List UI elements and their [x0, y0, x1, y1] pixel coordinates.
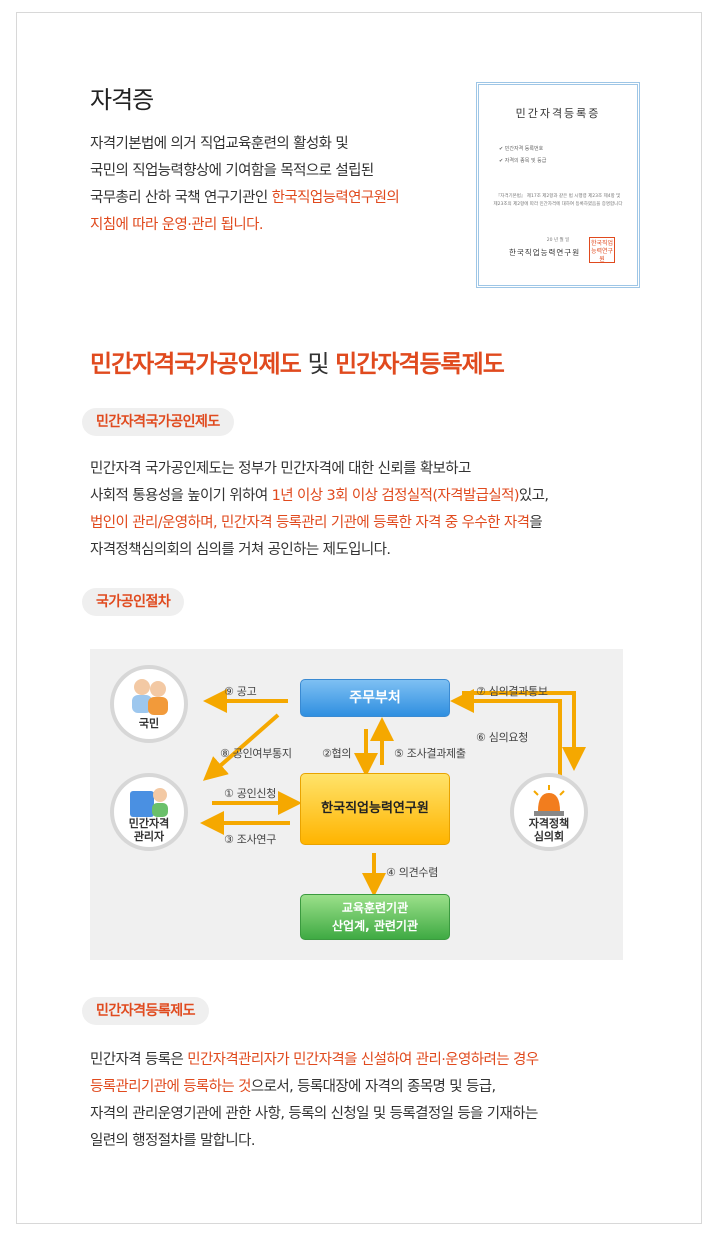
pill-certification-procedure: 국가공인절차 [82, 588, 185, 616]
diagram-arrows [200, 689, 586, 897]
certificate-title: 민간자격등록증 [515, 107, 601, 120]
step3-label: ③ 조사연구 [224, 833, 277, 846]
step4-label: ④ 의견수렴 [386, 866, 439, 879]
check-icon: ✔ [499, 146, 504, 152]
para1-line-3-tail: 을 [529, 515, 543, 531]
manager-label-2: 관리자 [133, 830, 165, 843]
siren-icon [533, 785, 565, 816]
check-icon: ✔ [499, 158, 504, 164]
step1-label: ① 공인신청 [224, 787, 277, 800]
para1-line-4: 자격정책심의회의 심의를 거쳐 공인하는 제도입니다. [90, 542, 391, 558]
section-title-mid: 및 [300, 350, 336, 378]
para1-line-2: 사회적 통용성을 높이기 위하여 1년 이상 3회 이상 검정실적(자격발급실적… [90, 483, 549, 510]
certification-procedure-diagram: 주무부처 한국직업능력연구원 교육훈련기관 산업계, 관련기관 국민 민간자격 … [90, 649, 623, 960]
para1-line-2-highlight: 1년 이상 3회 이상 검정실적(자격발급실적) [271, 488, 520, 504]
section-title: 민간자격국가공인제도 및 민간자격등록제도 [90, 344, 505, 379]
education-box-line-1: 교육훈련기관 [341, 901, 409, 915]
people-icon [132, 679, 168, 715]
para2-line-1: 민간자격 등록은 민간자격관리자가 민간자격을 신설하여 관리·운영하려는 경우 [90, 1047, 539, 1074]
certificate-item-2: ✔ 자격의 종목 및 등급 [499, 158, 547, 164]
para2-line-4: 일련의 행정절차를 말합니다. [90, 1133, 256, 1149]
para1-line-3: 법인이 관리/운영하며, 민간자격 등록관리 기관에 등록한 자격 중 우수한 … [90, 510, 543, 537]
certificate-image: 민간자격등록증 ✔ 민간자격 등록번호 ✔ 자격의 종목 및 등급 『자격기본법… [476, 82, 640, 288]
para2-line-2-highlight: 등록관리기관에 등록하는 것 [90, 1079, 252, 1095]
manager-circle: 민간자격 관리자 [110, 773, 188, 851]
step8-label: ⑧ 공인여부통지 [220, 747, 292, 760]
intro-line-3: 국무총리 산하 국책 연구기관인 한국직업능력연구원의 [90, 185, 400, 212]
intro-line-1: 자격기본법에 의거 직업교육훈련의 활성화 및 [90, 136, 349, 152]
section-title-left: 민간자격국가공인제도 [90, 350, 302, 378]
intro-title: 자격증 [90, 86, 154, 114]
citizen-label: 국민 [138, 717, 160, 730]
manager-label-1: 민간자격 [128, 817, 170, 830]
certificate-seal: 한국직업능력연구원 [589, 237, 615, 263]
education-box-line-2: 산업계, 관련기관 [331, 919, 419, 933]
step7-label: ⑦ 심의결과통보 [476, 685, 548, 698]
arrow-step6 [462, 691, 586, 771]
step9-label: ⑨ 공고 [224, 685, 257, 698]
certificate-date: 20 년 월 일 [546, 238, 570, 243]
arrow-step7 [450, 689, 562, 781]
para2-line-1-text: 민간자격 등록은 [90, 1052, 188, 1068]
para1-line-3-highlight: 법인이 관리/운영하며, 민간자격 등록관리 기관에 등록한 자격 중 우수한 … [90, 515, 530, 531]
step6-label: ⑥ 심의요청 [476, 731, 529, 744]
council-circle: 자격정책 심의회 [510, 773, 588, 851]
manager-icon [130, 788, 168, 817]
certificate-org: 한국직업능력연구원 [509, 248, 581, 257]
certificate-note: 『자격기본법』 제17조 제2항과 같은 법 시행령 제23조 제4항 및 제2… [493, 194, 623, 207]
ministry-box: 주무부처 [300, 679, 450, 717]
para1-line-2-tail: 있고, [518, 488, 549, 504]
section-title-right: 민간자격등록제도 [335, 350, 505, 378]
citizen-circle: 국민 [110, 665, 188, 743]
step2-label: ②협의 [322, 747, 352, 760]
education-box: 교육훈련기관 산업계, 관련기관 [300, 894, 450, 940]
para2-line-2-tail: 으로서, 등록대장에 자격의 종목명 및 등급, [250, 1079, 496, 1095]
council-label-2: 심의회 [533, 830, 565, 843]
step5-label: ⑤ 조사결과제출 [394, 747, 466, 760]
certificate-item-1: ✔ 민간자격 등록번호 [499, 146, 544, 152]
council-label-1: 자격정책 [528, 817, 570, 830]
para2-line-3: 자격의 관리운영기관에 관한 사항, 등록의 신청일 및 등록결정일 등을 기재… [90, 1106, 538, 1122]
para1-line-2-text: 사회적 통용성을 높이기 위하여 [90, 488, 272, 504]
pill-national-certification: 민간자격국가공인제도 [82, 408, 234, 436]
para2-line-1-highlight: 민간자격관리자가 민간자격을 신설하여 관리·운영하려는 경우 [187, 1052, 539, 1068]
intro-line-2: 국민의 직업능력향상에 기여함을 목적으로 설립된 [90, 163, 374, 179]
arrow-step8 [202, 713, 280, 781]
para2-line-2: 등록관리기관에 등록하는 것으로서, 등록대장에 자격의 종목명 및 등급, [90, 1074, 496, 1101]
intro-line-4: 지침에 따라 운영·관리 됩니다. [90, 217, 264, 233]
intro-line-3-text: 국무총리 산하 국책 연구기관인 [90, 190, 272, 206]
institute-box: 한국직업능력연구원 [300, 773, 450, 845]
pill-private-registration: 민간자격등록제도 [82, 997, 210, 1025]
intro-line-3-highlight: 한국직업능력연구원의 [271, 190, 400, 206]
para1-line-1: 민간자격 국가공인제도는 정부가 민간자격에 대한 신뢰를 확보하고 [90, 461, 471, 477]
